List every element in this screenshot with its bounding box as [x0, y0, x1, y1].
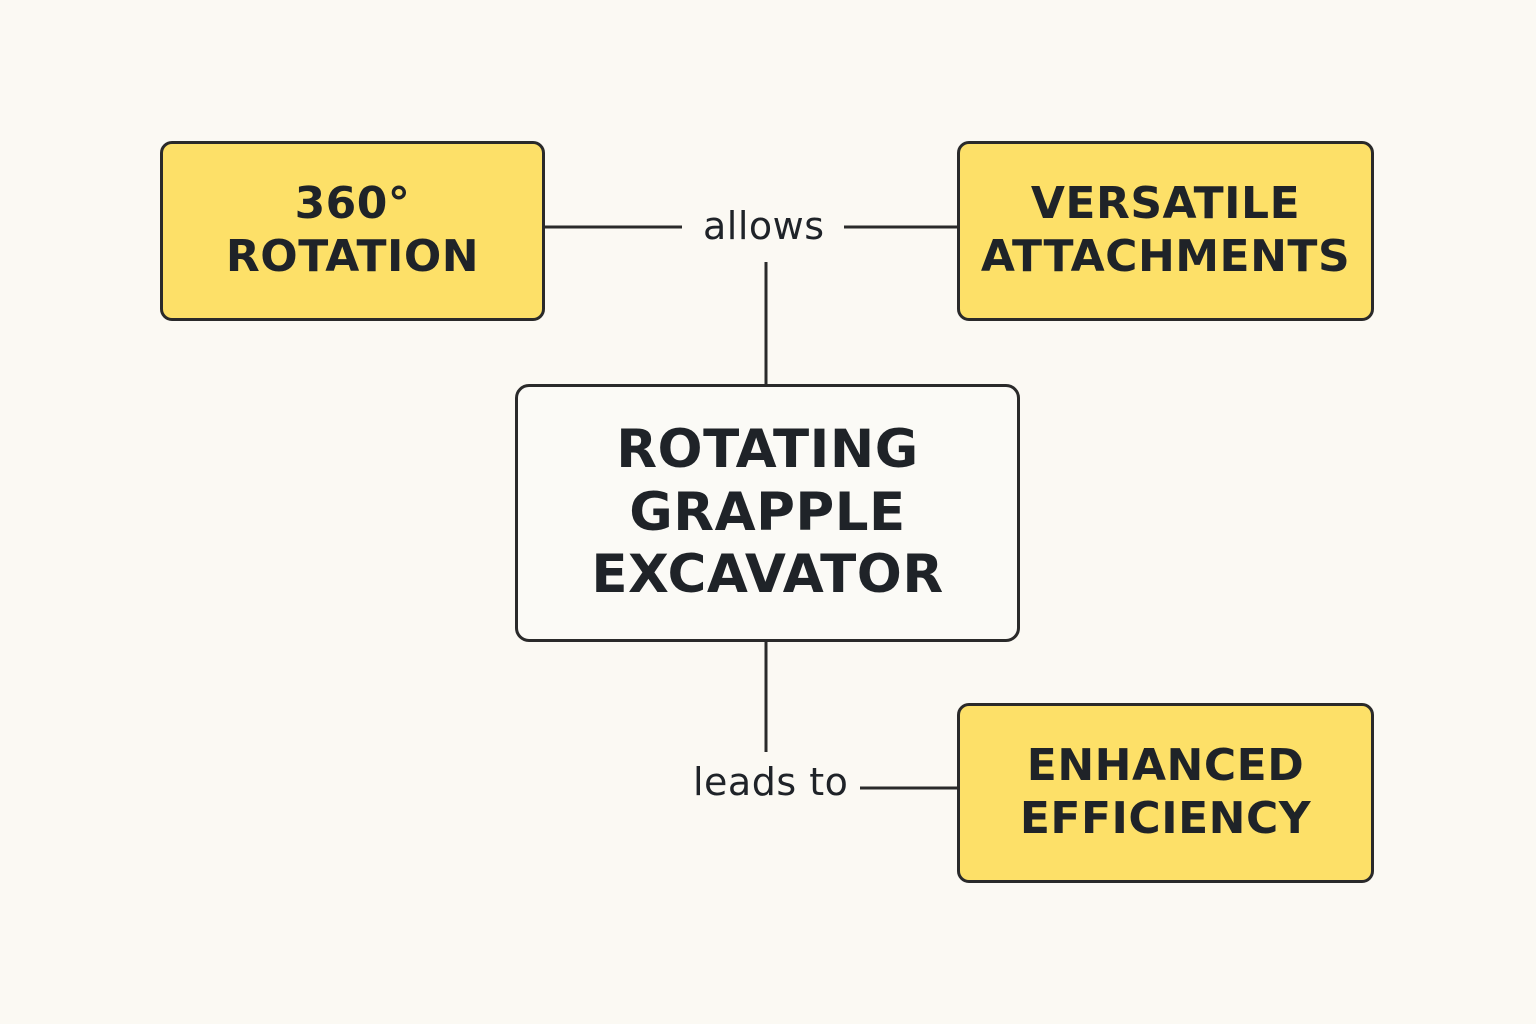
node-versatile-attachments: VERSATILE ATTACHMENTS	[957, 141, 1374, 321]
node-rotation-line-2: ROTATION	[225, 231, 480, 282]
node-center-line-1: ROTATING	[616, 419, 919, 481]
edge-label-allows: allows	[703, 204, 825, 248]
node-attachments-line-1: VERSATILE	[1030, 178, 1301, 230]
node-360-rotation: 360° ROTATION	[160, 141, 545, 321]
node-center-line-2: GRAPPLE	[629, 481, 906, 543]
node-efficiency-line-2: EFFICIENCY	[1019, 793, 1312, 844]
node-rotating-grapple-excavator: ROTATING GRAPPLE EXCAVATOR	[515, 384, 1020, 642]
node-center-line-3: EXCAVATOR	[591, 544, 944, 606]
node-attachments-line-2: ATTACHMENTS	[980, 231, 1351, 282]
edge-label-leads-to: leads to	[693, 760, 849, 804]
node-efficiency-line-1: ENHANCED	[1026, 740, 1305, 792]
node-enhanced-efficiency: ENHANCED EFFICIENCY	[957, 703, 1374, 883]
node-rotation-line-1: 360°	[294, 178, 411, 230]
